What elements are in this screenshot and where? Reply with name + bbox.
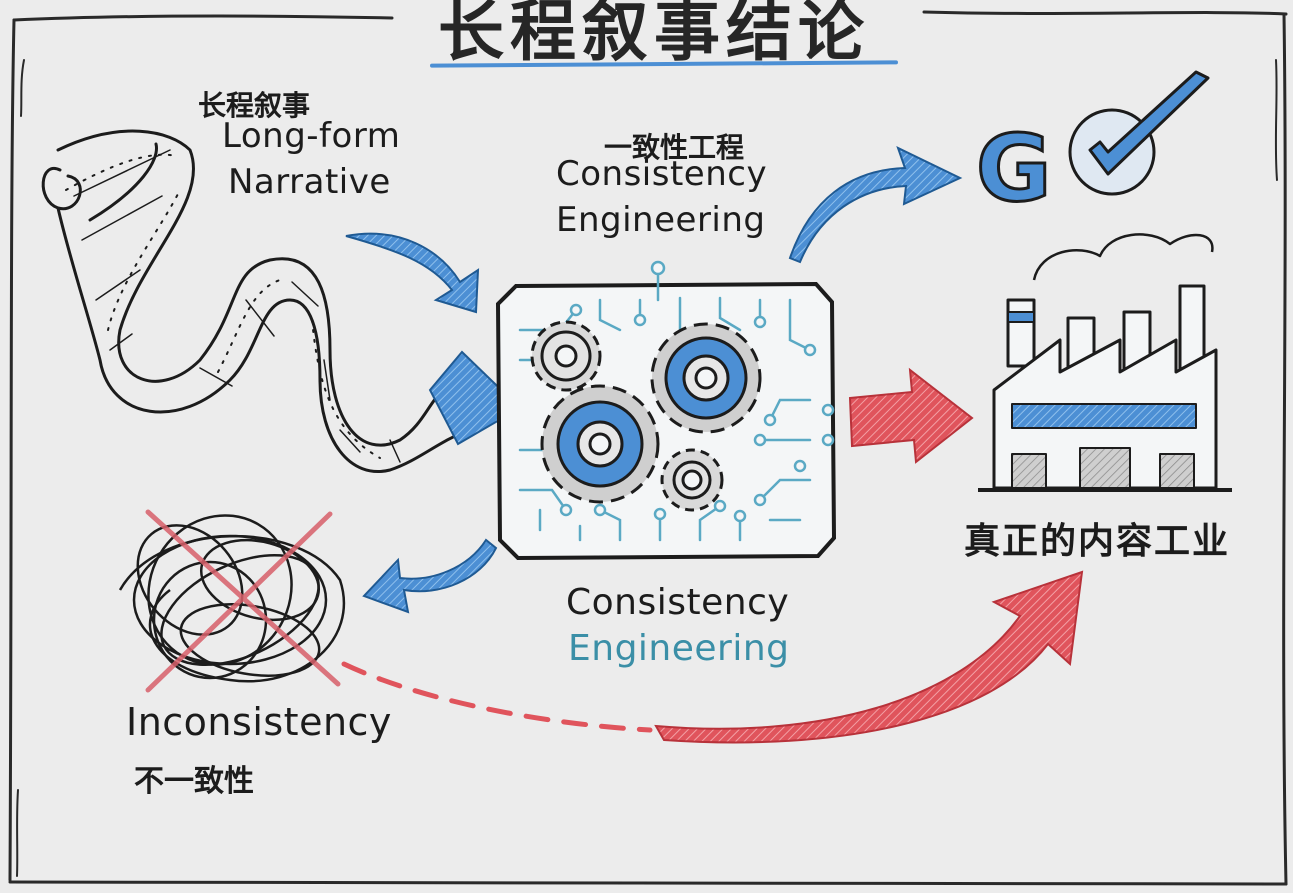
arrow-chip-to-go — [788, 146, 963, 264]
long-form-label-cn: 长程叙事 — [198, 89, 311, 122]
inconsistency-label-en: Inconsistency — [126, 700, 392, 744]
frame-border — [8, 10, 1288, 886]
arrow-inconsistency-to-industry — [654, 570, 1084, 744]
arrow-narrative-to-chip — [345, 232, 480, 314]
circuit-chip-icon — [495, 260, 837, 561]
consistency-bottom-label-1: Consistency — [566, 582, 790, 623]
factory-icon — [978, 233, 1232, 492]
dashed-path — [341, 661, 653, 733]
long-form-label-en-1: Long-form — [222, 116, 401, 156]
go-letter-g: G — [976, 115, 1052, 222]
consistency-label-en-2: Engineering — [556, 200, 766, 240]
consistency-label-cn: 一致性工程 — [604, 131, 745, 164]
content-industry-label: 真正的内容工业 — [964, 521, 1231, 562]
inconsistency-label-cn: 不一致性 — [134, 764, 254, 799]
cross-out-mark — [145, 509, 341, 693]
arrow-chip-to-factory — [848, 367, 974, 464]
consistency-label-en-1: Consistency — [556, 154, 768, 194]
page-title: 长程叙事结论 — [438, 0, 870, 70]
arrow-chip-to-inconsistency — [362, 538, 498, 614]
go-checkmark-icon: G — [975, 70, 1210, 224]
consistency-bottom-label-2: Engineering — [568, 628, 790, 669]
long-form-label-en-2: Narrative — [228, 162, 391, 202]
